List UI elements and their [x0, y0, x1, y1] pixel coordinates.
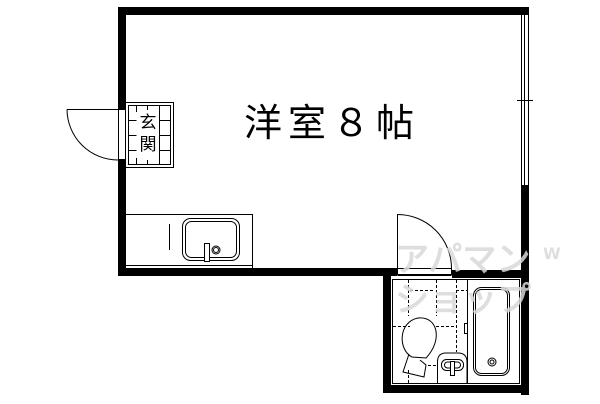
genkan	[125, 102, 174, 168]
walls	[118, 7, 529, 395]
entrance-door	[66, 109, 126, 161]
toilet-tank	[402, 353, 427, 378]
basin-faucet	[450, 361, 455, 376]
window	[517, 15, 533, 185]
room-label-western: 洋室８帖	[244, 101, 421, 145]
faucet	[204, 243, 210, 262]
sink-inner	[185, 221, 237, 258]
unit-bath	[392, 279, 520, 384]
bath-bottom-wall	[383, 385, 529, 393]
sink-outer	[182, 218, 240, 261]
bathroom-door	[397, 214, 452, 276]
bathtub	[473, 287, 510, 376]
toilet-bowl	[401, 317, 437, 359]
tub-drain	[487, 357, 497, 367]
bath-left-wall	[383, 276, 391, 393]
entrance-char-2: 関	[139, 135, 157, 155]
bottom-wall-right	[452, 270, 529, 278]
top-wall	[118, 7, 529, 15]
left-wall-upper	[118, 7, 126, 109]
kitchen-counter	[126, 214, 253, 268]
left-wall-lower	[118, 160, 126, 276]
entrance-char-1: 玄	[139, 113, 157, 133]
bottom-wall-left	[118, 268, 397, 276]
right-wall-lower	[521, 185, 529, 395]
washbasin-counter	[437, 352, 468, 383]
room-label-entrance: 玄 関	[137, 112, 159, 156]
drain	[211, 245, 221, 255]
